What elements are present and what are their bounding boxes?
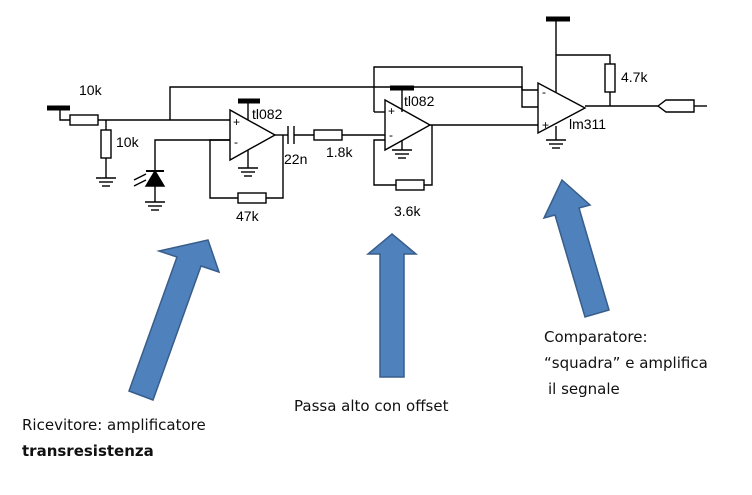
opamp-1 — [229, 108, 277, 162]
pin-minus: - — [542, 85, 546, 99]
pin-minus: - — [389, 128, 393, 142]
caption-comparator: Comparatore: “squadra” e amplifica il se… — [544, 324, 708, 402]
label-opamp1: tl082 — [252, 106, 283, 122]
arrow-receiver — [128, 239, 221, 401]
resistor-bias — [100, 129, 112, 159]
caption-comparator-line1: Comparatore: — [544, 328, 648, 346]
wire-feedback-2b — [424, 125, 433, 186]
label-r-input: 10k — [79, 82, 103, 98]
resistor-pullup — [604, 63, 616, 93]
caption-comparator-line3: il segnale — [548, 380, 620, 398]
ground-symbol — [238, 167, 258, 177]
opamp-2 — [384, 98, 432, 152]
pin-minus: - — [234, 135, 238, 149]
output-terminal — [656, 99, 695, 113]
label-r-feedback2: 3.6k — [394, 203, 421, 219]
pin-plus: + — [233, 115, 240, 129]
pin-plus: + — [542, 118, 549, 132]
resistor-series — [313, 129, 343, 141]
label-r-bias: 10k — [116, 134, 140, 150]
arrow-highpass — [365, 233, 419, 378]
wire-input — [59, 108, 70, 121]
resistor-feedback-1 — [237, 192, 267, 204]
caption-receiver-line1: Ricevitore: amplificatore — [22, 416, 206, 434]
resistor-input — [69, 114, 99, 126]
caption-highpass: Passa alto con offset — [294, 397, 449, 415]
ground-symbol — [392, 149, 412, 159]
label-opamp2: tl082 — [404, 93, 435, 109]
caption-receiver: Ricevitore: amplificatore transresistenz… — [22, 412, 206, 464]
ground-symbol — [546, 139, 566, 149]
wire-feedback-2 — [373, 139, 396, 186]
caption-receiver-line2: transresistenza — [22, 442, 154, 460]
wire-feedback-1b — [266, 135, 284, 199]
wire-offset — [373, 66, 538, 108]
ground-symbol — [145, 201, 165, 211]
label-r-series: 1.8k — [326, 144, 353, 160]
wire-feedback-1 — [209, 139, 238, 199]
caption-comparator-line2: “squadra” e amplifica — [544, 354, 708, 372]
resistor-feedback-2 — [395, 179, 425, 191]
ground-symbol — [96, 177, 116, 187]
pin-plus: + — [388, 104, 395, 118]
wire-photodiode — [154, 139, 230, 171]
arrow-comparator — [542, 178, 610, 318]
label-r-feedback1: 47k — [236, 208, 260, 224]
photodiode — [133, 169, 166, 202]
label-comparator: lm311 — [569, 116, 606, 132]
wire-pullup — [556, 54, 611, 64]
label-capacitor: 22n — [284, 151, 307, 167]
label-r-pullup: 4.7k — [621, 69, 648, 85]
wire-reference — [169, 86, 538, 120]
comparator — [537, 81, 587, 135]
